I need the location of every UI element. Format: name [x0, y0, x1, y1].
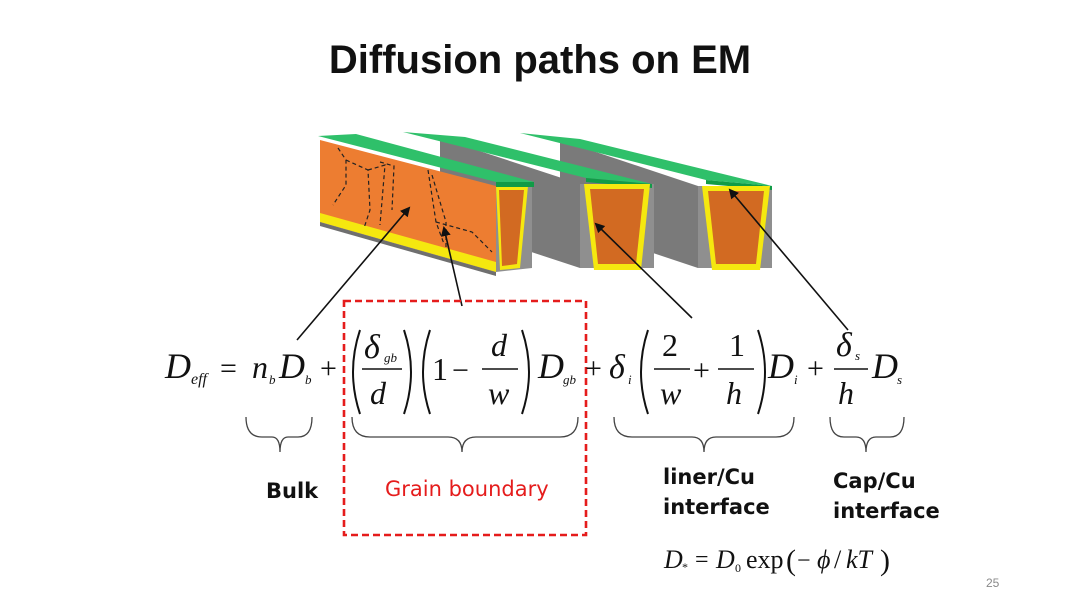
brace-cap	[829, 416, 905, 453]
label-liner-cu-interface: liner/Cu interface	[663, 462, 770, 522]
label-cap-cu-interface: Cap/Cu interface	[833, 466, 940, 526]
svg-text:gb: gb	[563, 372, 577, 387]
svg-text:w: w	[488, 375, 510, 411]
svg-text:s: s	[855, 348, 860, 363]
svg-text:w: w	[660, 375, 682, 411]
diffusion-equation: D eff = n b D b + δ gb d 1 − d w D gb +	[164, 327, 902, 415]
page-number: 25	[986, 576, 1000, 590]
svg-text:0: 0	[735, 561, 741, 575]
slide-title: Diffusion paths on EM	[328, 38, 752, 82]
svg-text:*: *	[682, 560, 688, 574]
svg-text:D: D	[164, 346, 191, 386]
arrhenius-equation: D * = D 0 exp ( − ϕ / kT )	[663, 544, 890, 577]
grain-boundaries	[332, 147, 493, 253]
label-liner-line2: interface	[663, 495, 770, 519]
svg-text:−: −	[797, 548, 811, 574]
svg-text:gb: gb	[384, 350, 398, 365]
grain-boundary-highlight-box	[342, 299, 588, 537]
underbraces	[245, 416, 905, 453]
svg-text:D: D	[537, 346, 564, 386]
arrow-bulk	[296, 206, 411, 341]
svg-text:h: h	[726, 375, 742, 411]
svg-text:1: 1	[432, 351, 448, 387]
svg-text:eff: eff	[191, 371, 210, 388]
svg-text:+: +	[807, 352, 824, 385]
svg-text:2: 2	[662, 327, 678, 363]
svg-text:n: n	[252, 349, 268, 385]
svg-text:ϕ: ϕ	[817, 545, 830, 574]
svg-text:+: +	[585, 352, 602, 385]
svg-text:exp: exp	[746, 545, 784, 574]
svg-text:i: i	[628, 372, 632, 387]
svg-text:kT: kT	[846, 545, 874, 574]
svg-text:=: =	[220, 352, 237, 385]
svg-text:): )	[880, 544, 890, 577]
label-grain-boundary: Grain boundary	[385, 477, 549, 501]
brace-grain-boundary	[351, 416, 579, 453]
svg-text:δ: δ	[609, 349, 626, 386]
svg-text:D: D	[767, 346, 794, 386]
arrow-cap	[728, 188, 849, 331]
svg-text:b: b	[305, 372, 312, 387]
svg-text:i: i	[794, 372, 798, 387]
svg-text:d: d	[370, 375, 387, 411]
arrow-liner	[594, 222, 693, 319]
label-bulk: Bulk	[266, 479, 319, 503]
svg-text:+: +	[693, 354, 710, 387]
svg-text:D: D	[278, 346, 305, 386]
svg-text:h: h	[838, 375, 854, 411]
label-cap-line1: Cap/Cu	[833, 469, 916, 493]
svg-text:d: d	[491, 327, 508, 363]
brace-bulk	[245, 416, 313, 453]
arrow-grain-boundary	[440, 226, 463, 307]
svg-text:1: 1	[729, 327, 745, 363]
svg-text:+: +	[320, 352, 337, 385]
svg-text:(: (	[786, 544, 796, 577]
svg-text:D: D	[663, 545, 683, 574]
svg-text:δ: δ	[836, 327, 853, 364]
svg-text:s: s	[897, 372, 902, 387]
label-cap-line2: interface	[833, 499, 940, 523]
brace-liner	[613, 416, 795, 453]
svg-text:δ: δ	[364, 329, 381, 366]
svg-text:=: =	[695, 547, 709, 573]
svg-text:D: D	[871, 346, 898, 386]
pointer-arrows	[296, 188, 849, 341]
svg-text:b: b	[269, 372, 276, 387]
svg-text:D: D	[715, 545, 735, 574]
svg-text:/: /	[834, 545, 842, 574]
svg-text:−: −	[452, 354, 469, 387]
label-liner-line1: liner/Cu	[663, 465, 755, 489]
